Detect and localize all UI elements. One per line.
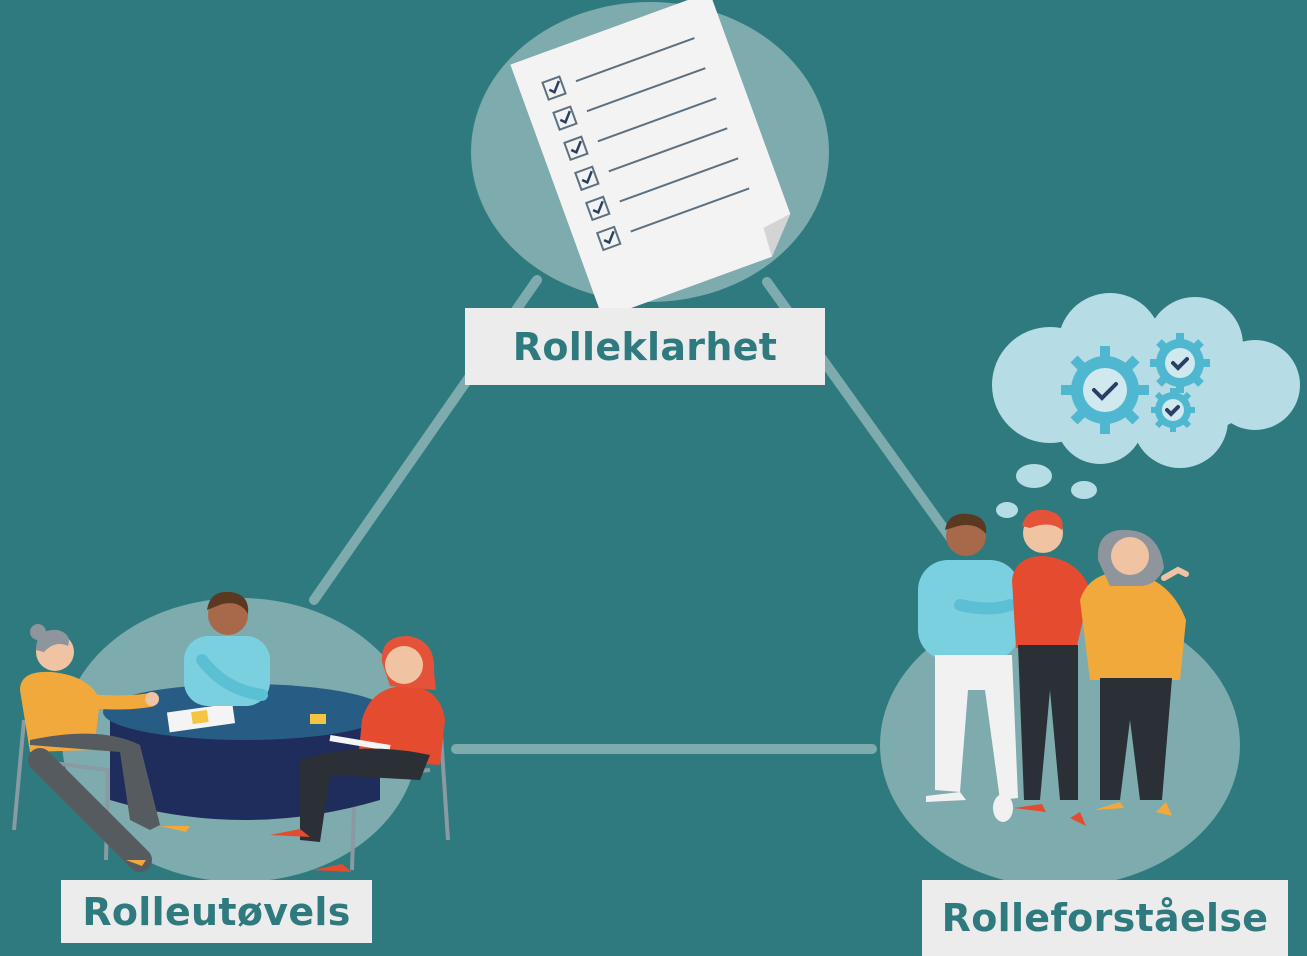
node-label-rolleutovels: Rolleutøvels [61, 880, 372, 943]
meeting-table-icon [12, 591, 450, 882]
checklist-document-icon [471, 0, 829, 319]
team-thinking-icon [880, 293, 1300, 887]
node-label-rolleforstaelse: Rolleforståelse [922, 880, 1288, 956]
node-label-rolleklarhet: Rolleklarhet [465, 308, 825, 385]
